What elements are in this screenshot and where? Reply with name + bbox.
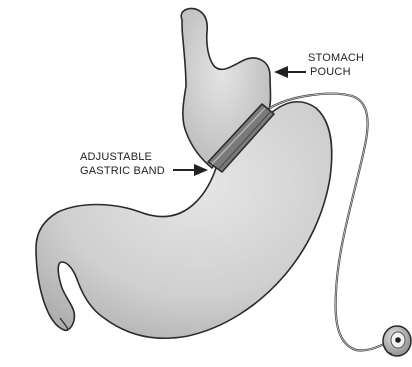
gastric-band-label: ADJUSTABLE GASTRIC BAND — [80, 150, 165, 178]
gastric-band-label-line2: GASTRIC BAND — [80, 164, 165, 178]
stomach-pouch-label: STOMACH POUCH — [308, 51, 364, 79]
stomach-pouch-label-line1: STOMACH — [308, 51, 364, 65]
gastric-band-arrow — [173, 164, 208, 176]
stomach-body — [36, 102, 332, 339]
stomach-pouch-arrow — [274, 66, 306, 78]
access-port — [383, 326, 411, 356]
gastric-band-label-line1: ADJUSTABLE — [80, 150, 165, 164]
stomach-pouch-label-line2: POUCH — [308, 65, 364, 79]
